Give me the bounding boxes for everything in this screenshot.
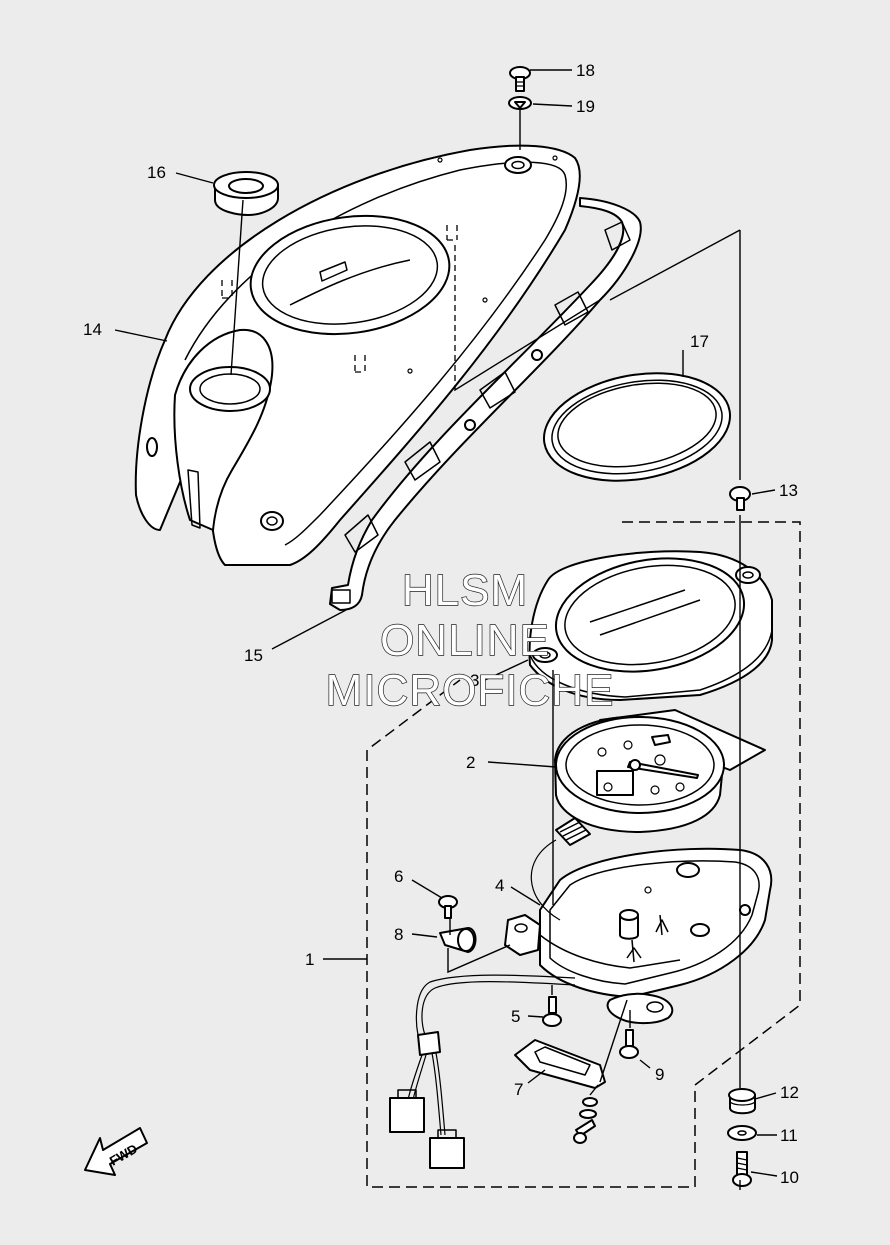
assembly-bracket-part-1 (366, 521, 801, 1188)
meter-cover-part-14 (134, 144, 581, 566)
meter-lens-part-3 (528, 550, 773, 701)
callout-16: 16 (147, 163, 166, 182)
screw-part-5 (542, 996, 562, 1027)
bolt-part-10 (732, 1151, 752, 1187)
callout-8: 8 (394, 925, 403, 944)
washer-part-19 (508, 96, 532, 110)
callout-18: 18 (576, 61, 595, 80)
screw-part-9 (619, 1029, 639, 1059)
callout-15: 15 (244, 646, 263, 665)
callout-6: 6 (394, 867, 403, 886)
callout-17: 17 (690, 332, 709, 351)
callout-4: 4 (495, 876, 504, 895)
meter-assembly-part-2 (554, 709, 766, 846)
guide-lines (230, 110, 741, 1190)
callout-3: 3 (470, 671, 479, 690)
callout-10: 10 (780, 1168, 799, 1187)
callout-7: 7 (514, 1080, 523, 1099)
fwd-arrow: FWD (84, 1127, 148, 1176)
callout-11: 11 (780, 1126, 798, 1145)
callout-19: 19 (576, 97, 595, 116)
callout-5: 5 (511, 1007, 520, 1026)
watermark-line-3: MICROFICHE (326, 666, 615, 715)
callout-12: 12 (780, 1083, 799, 1102)
callout-9: 9 (655, 1065, 664, 1084)
damper-part-12 (728, 1088, 756, 1115)
watermark-line-2: ONLINE (380, 616, 550, 665)
watermark-line-1: HLSM (402, 566, 528, 615)
seal-strip-part-15 (329, 197, 642, 611)
callout-1: 1 (305, 950, 314, 969)
callout-2: 2 (466, 753, 475, 772)
lower-case-part-4 (504, 847, 773, 1025)
callout-13: 13 (779, 481, 798, 500)
grommet-part-16 (213, 171, 279, 216)
callout-leaders (114, 69, 778, 1177)
washer-part-11 (727, 1125, 757, 1141)
screw-part-6 (438, 895, 458, 919)
clamp-part-8 (439, 927, 477, 953)
watermark: HLSM ONLINE MICROFICHE (325, 565, 615, 715)
callout-14: 14 (83, 320, 102, 339)
callout-numbers: 18 19 16 14 17 13 15 3 2 6 4 8 1 5 9 7 1… (83, 61, 799, 1187)
gasket-part-7 (514, 1039, 606, 1089)
small-fasteners (573, 1097, 598, 1144)
wire-harness (389, 839, 576, 1169)
screw-part-18 (509, 66, 531, 92)
screw-part-13 (729, 486, 751, 511)
ring-seal-part-17 (542, 372, 732, 482)
